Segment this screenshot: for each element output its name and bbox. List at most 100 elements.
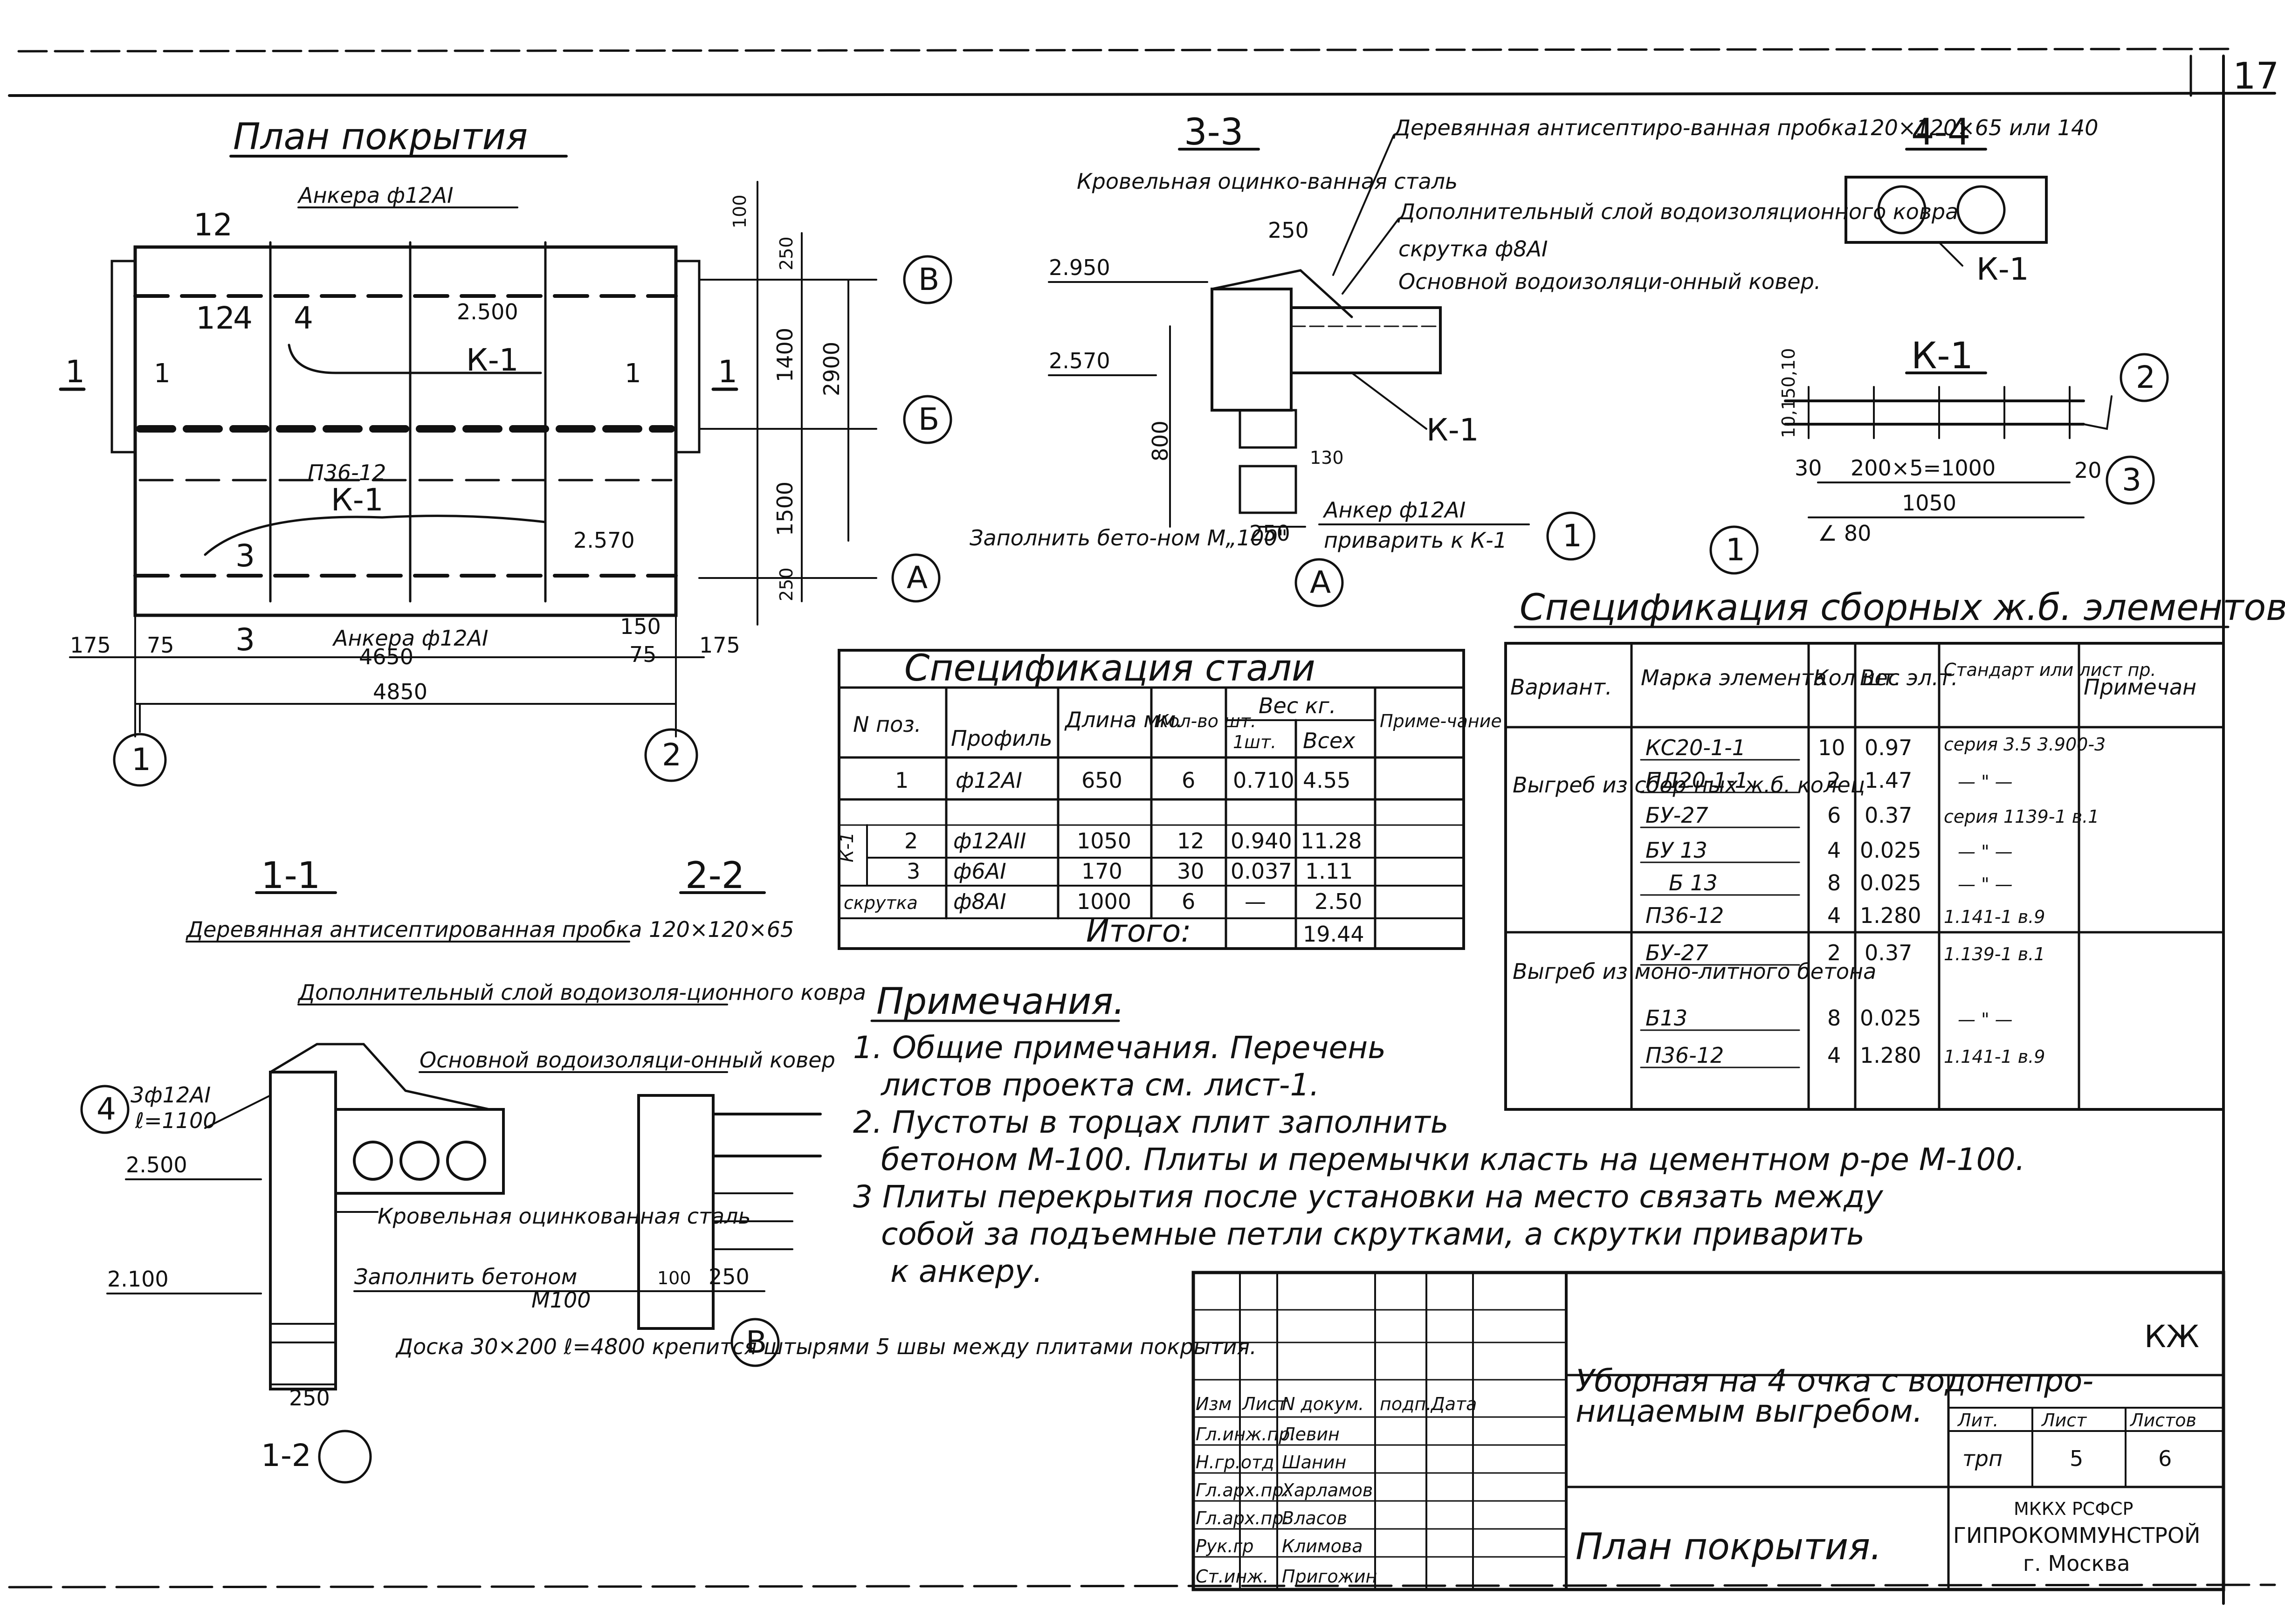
stamp-sheets-h: Листов	[2129, 1410, 2196, 1431]
sec11-ref-circle	[318, 1430, 372, 1484]
axis-1-circle	[113, 733, 167, 787]
sec22-axis-v-circle	[730, 1318, 780, 1367]
stamp-org-2: ГИПРОКОММУНСТРОЙ	[1953, 1523, 2200, 1548]
sec11-m100: М100	[531, 1287, 591, 1313]
sec33-circle-1	[1546, 511, 1596, 561]
sec33-weld: приварить к К-1	[1324, 528, 1507, 553]
elem-variant-2: Выгреб из моно-литного бетона	[1513, 959, 1876, 984]
steel-cell: 650	[1081, 768, 1122, 793]
steel-cell: ф12АII	[953, 828, 1026, 853]
k1-circle-3-label: 3	[2122, 462, 2141, 498]
vdim-2900: 2900	[819, 342, 844, 396]
steel-h-weight: Вес кг.	[1259, 693, 1336, 718]
steel-h-length: Длина мм.	[1064, 707, 1183, 732]
level-2500: 2.500	[457, 299, 518, 324]
stamp-role: Рук.гр	[1196, 1536, 1254, 1556]
elem-cell: 8	[1827, 1005, 1841, 1031]
p36-label: П36-12	[308, 460, 386, 485]
elem-cell: 1.141-1 в.9	[1944, 1046, 2045, 1067]
mark-4b: 4	[294, 300, 313, 336]
vdim-250-bottom: 250	[776, 567, 797, 601]
stamp-h-list: Лист	[1241, 1394, 1288, 1414]
sec22-d100: 100	[657, 1268, 691, 1288]
elem-h-qty: Кол шт.	[1813, 665, 1901, 690]
steel-cell: 11.28	[1301, 828, 1362, 853]
title-block: Изм Лист N докум. подп. Дата Гл.инж.пр. …	[1191, 1271, 2225, 1591]
stamp-name: Шанин	[1282, 1452, 1346, 1473]
k1-circle-3	[2106, 455, 2155, 505]
steel-spec-title: Спецификация стали	[904, 647, 1315, 689]
axis-v-label: В	[918, 261, 939, 297]
sec33-twist: скрутка ф8АI	[1398, 236, 1548, 261]
steel-group-k1: К-1	[837, 832, 857, 862]
steel-row: скрутка ф8АI 1000 6 — 2.50	[844, 889, 1362, 914]
elem-row: БУ 13 4 0.025 — " —	[1645, 838, 2013, 863]
stamp-role: Гл.арх.пр.	[1196, 1508, 1289, 1528]
k1-circle-1-label: 1	[1726, 532, 1745, 568]
dim-4650: 4650	[359, 644, 413, 669]
stamp-role: Н.гр.отд	[1196, 1452, 1274, 1473]
steel-cell: 3	[907, 859, 920, 884]
axis-2-circle	[644, 728, 698, 782]
dim-4850: 4850	[373, 679, 427, 704]
elem-cell: 1.280	[1860, 903, 1921, 928]
k1-lower-label: К-1	[331, 482, 384, 518]
roof-plan: План покрытия 1 1 1 1 12 12 4 4 Анкера ф…	[59, 116, 952, 787]
sec11-title: 1-1	[261, 855, 320, 897]
elem-cell: 0.97	[1865, 735, 1912, 760]
elem-row: Б 13 8 0.025 — " —	[1669, 870, 2013, 895]
elem-cell: 4	[1827, 838, 1841, 863]
vdim-1400: 1400	[772, 328, 798, 382]
stamp-h-izm: Изм	[1196, 1394, 1232, 1414]
steel-cell: ф8АI	[953, 889, 1006, 914]
notes: Примечания. 1. Общие примечания. Перечен…	[853, 981, 2025, 1289]
vdim-250-top: 250	[776, 236, 797, 270]
steel-h-w1: 1шт.	[1233, 732, 1276, 752]
plan-title: План покрытия	[233, 116, 528, 158]
stamp-project-a: Уборная на 4 очка с водонепро-	[1576, 1363, 2093, 1399]
steel-row: 1 ф12АI 650 6 0.710 4.55	[895, 768, 1350, 793]
axis-a-label: А	[907, 560, 928, 596]
note-3b: собой за подъемные петли скрутками, а ск…	[881, 1216, 1865, 1252]
steel-row: 2 ф12АII 1050 12 0.940 11.28	[904, 828, 1362, 853]
note-3c: к анкеру.	[890, 1253, 1043, 1289]
steel-cell: 12	[1177, 828, 1204, 853]
stamp-drawing-title: План покрытия.	[1576, 1526, 1882, 1568]
k1-circle-1	[1709, 525, 1759, 575]
mark-31: 3	[235, 622, 255, 658]
elem-cell: 1.141-1 в.9	[1944, 907, 2045, 927]
k1-circle-2-label: 2	[2136, 359, 2155, 395]
elem-cell: 2	[1827, 940, 1841, 965]
steel-cell: 0.940	[1231, 828, 1292, 853]
vdim-100: 100	[730, 194, 750, 228]
sec11-wood-plug: Деревянная антисептированная пробка 120×…	[186, 917, 794, 942]
sec11-extra-layer: Дополнительный слой водоизоля-ционного к…	[297, 980, 866, 1005]
sec22-d250: 250	[709, 1264, 750, 1289]
mark-12: 12	[193, 207, 233, 243]
sec33-axis-a-circle	[1294, 558, 1344, 607]
stamp-role: Гл.инж.пр.	[1196, 1424, 1295, 1445]
elem-cell: — " —	[1958, 841, 2013, 862]
sec11-ref: 1-2	[261, 1438, 311, 1473]
steel-cell: 4.55	[1303, 768, 1350, 793]
steel-cell: 0.037	[1231, 859, 1292, 884]
k1-total: 1050	[1902, 490, 1956, 516]
steel-cell: ф12АI	[956, 768, 1022, 793]
stamp-lit-h: Лит.	[1957, 1410, 1999, 1431]
sec33-circle-1-label: 1	[1562, 518, 1582, 554]
steel-h-wall: Всех	[1303, 728, 1356, 753]
stamp-h-doc: N докум.	[1282, 1394, 1364, 1414]
stamp-org-3: г. Москва	[2023, 1551, 2130, 1576]
elem-h-weight: Вес эл.т.	[1860, 665, 1958, 690]
sec11-rebar-len: ℓ=1100	[135, 1108, 217, 1133]
mark-12-4: 12	[196, 300, 235, 336]
sec33-extra-layer: Дополнительный слой водоизоляционного ко…	[1397, 199, 1958, 224]
steel-cell: 30	[1177, 859, 1204, 884]
stamp-org-1: МККХ РСФСР	[2014, 1499, 2133, 1519]
sec44-title: 4-4	[1911, 111, 1970, 153]
elem-cell: 4	[1827, 1043, 1841, 1068]
vdim-1500: 1500	[772, 482, 798, 536]
dim-150: 150	[620, 614, 661, 639]
steel-h-profile: Профиль	[951, 726, 1053, 751]
